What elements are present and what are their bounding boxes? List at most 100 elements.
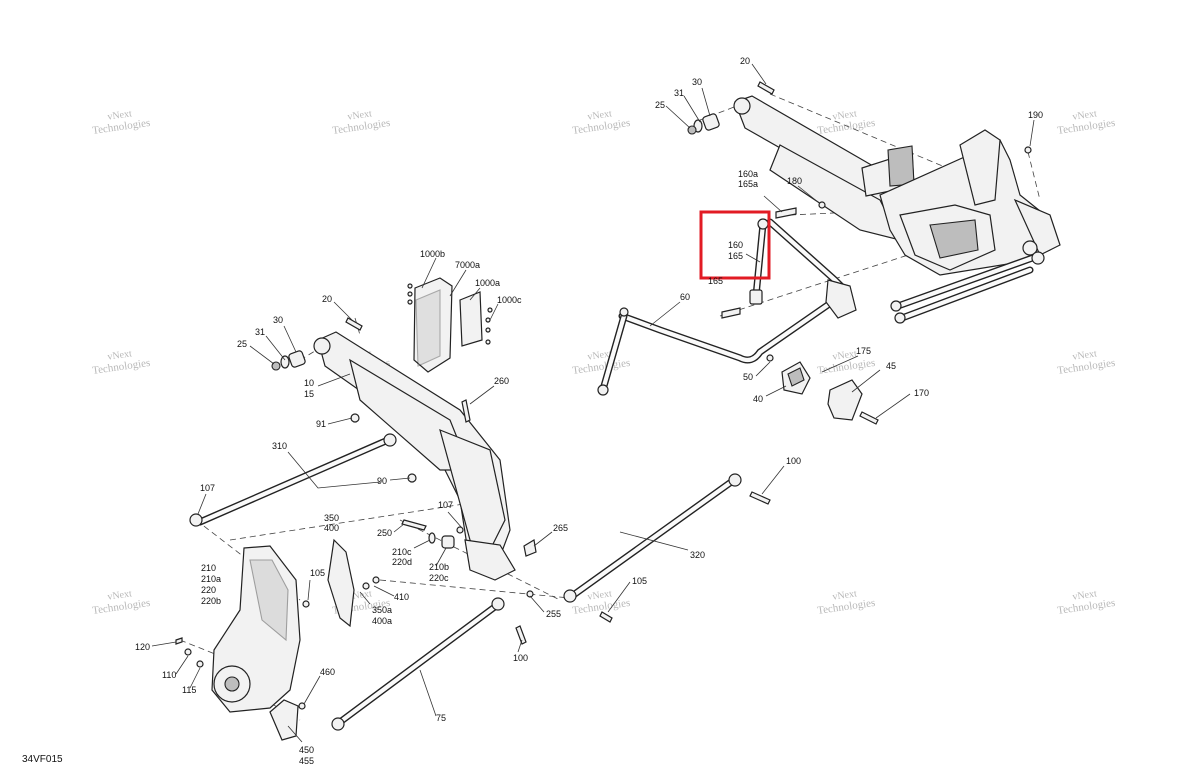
callout-45: 45 [886, 361, 896, 371]
callout-105-left: 105 [310, 568, 325, 578]
callout-25-left: 25 [237, 339, 247, 349]
svg-text:vNext: vNext [1072, 108, 1098, 122]
callouts: 20 30 31 25 190 160a 165a 180 160 165 16… [135, 56, 1043, 766]
callout-310: 310 [272, 441, 287, 451]
svg-text:Technologies: Technologies [571, 117, 631, 137]
callout-210b: 210b [429, 562, 449, 572]
svg-text:vNext: vNext [832, 588, 858, 602]
watermark: vNext Technologies [1056, 588, 1116, 617]
callout-210a: 210a [201, 574, 221, 584]
top-right-hardware [687, 81, 1032, 219]
watermark: vNext Technologies [816, 108, 876, 137]
watermark: vNext Technologies [571, 108, 631, 137]
svg-text:vNext: vNext [1072, 348, 1098, 362]
callout-110: 110 [162, 670, 176, 680]
watermark: vNext Technologies [1056, 348, 1116, 377]
hub-carrier [175, 545, 310, 713]
callout-20-left: 20 [322, 294, 332, 304]
callout-105-right: 105 [632, 576, 647, 586]
callout-20: 20 [740, 56, 750, 66]
callout-1000c: 1000c [497, 295, 522, 305]
callout-400a: 400a [372, 616, 392, 626]
callout-15: 15 [304, 389, 314, 399]
callout-450: 450 [299, 745, 314, 755]
callout-160: 160 [728, 240, 743, 250]
callout-220b: 220b [201, 596, 221, 606]
mud-flap [407, 277, 493, 373]
right-swing-arm [733, 95, 1061, 276]
callout-1000b: 1000b [420, 249, 445, 259]
callout-180: 180 [787, 176, 802, 186]
bushing-assembly [766, 354, 879, 425]
watermark: vNext Technologies [91, 108, 151, 137]
callout-107-mid: 107 [438, 500, 453, 510]
callout-100-right: 100 [786, 456, 801, 466]
right-lower-links [890, 251, 1045, 324]
leader-lines [151, 63, 1035, 743]
drawing-id: 34VF015 [22, 754, 63, 765]
watermark: vNext Technologies [331, 108, 391, 137]
callout-91: 91 [316, 419, 326, 429]
svg-text:Technologies: Technologies [816, 117, 876, 137]
svg-text:Technologies: Technologies [91, 117, 151, 137]
callout-260: 260 [494, 376, 509, 386]
svg-text:Technologies: Technologies [816, 597, 876, 617]
svg-text:Technologies: Technologies [1056, 357, 1116, 377]
svg-text:vNext: vNext [587, 588, 613, 602]
svg-text:vNext: vNext [107, 108, 133, 122]
svg-text:Technologies: Technologies [91, 357, 151, 377]
svg-text:Technologies: Technologies [1056, 597, 1116, 617]
svg-text:vNext: vNext [832, 108, 858, 122]
left-upper-link [189, 433, 397, 527]
callout-75: 75 [436, 713, 446, 723]
callout-455: 455 [299, 756, 314, 766]
watermark: vNext Technologies [1056, 108, 1116, 137]
callout-220c: 220c [429, 573, 449, 583]
callout-90: 90 [377, 476, 387, 486]
callout-10: 10 [304, 378, 314, 388]
callout-460: 460 [320, 667, 335, 677]
callout-30: 30 [692, 77, 702, 87]
callout-31: 31 [674, 88, 684, 98]
caliper-guard [327, 538, 380, 628]
callout-7000a: 7000a [455, 260, 480, 270]
callout-400: 400 [324, 523, 339, 533]
callout-100-bottom: 100 [513, 653, 528, 663]
callout-350a: 350a [372, 605, 392, 615]
stabilizer-end-link [721, 218, 769, 319]
svg-text:vNext: vNext [587, 348, 613, 362]
callout-50: 50 [743, 372, 753, 382]
callout-255: 255 [546, 609, 561, 619]
svg-text:vNext: vNext [107, 348, 133, 362]
callout-60: 60 [680, 292, 690, 302]
callout-210: 210 [201, 563, 216, 573]
callout-410: 410 [394, 592, 409, 602]
highlight-box [699, 210, 771, 280]
callout-120: 120 [135, 642, 150, 652]
watermark: vNext Technologies [91, 348, 151, 377]
callout-165a: 165a [738, 179, 758, 189]
svg-text:Technologies: Technologies [571, 357, 631, 377]
callout-350: 350 [324, 513, 339, 523]
svg-text:vNext: vNext [347, 108, 373, 122]
left-swing-arm [271, 317, 537, 581]
callout-1000a: 1000a [475, 278, 500, 288]
callout-40: 40 [753, 394, 763, 404]
callout-265: 265 [553, 523, 568, 533]
callout-220d: 220d [392, 557, 412, 567]
watermark: vNext Technologies [571, 348, 631, 377]
middle-hardware [401, 519, 464, 549]
watermark: vNext Technologies [816, 588, 876, 617]
callout-190: 190 [1028, 110, 1043, 120]
callout-210c: 210c [392, 547, 412, 557]
callout-25: 25 [655, 100, 665, 110]
lower-link-320 [526, 473, 771, 623]
callout-160a: 160a [738, 169, 758, 179]
callout-220: 220 [201, 585, 216, 595]
svg-text:Technologies: Technologies [816, 357, 876, 377]
callout-165-partial: 165 [708, 276, 723, 286]
svg-text:vNext: vNext [1072, 588, 1098, 602]
callout-175: 175 [856, 346, 871, 356]
svg-text:vNext: vNext [587, 108, 613, 122]
